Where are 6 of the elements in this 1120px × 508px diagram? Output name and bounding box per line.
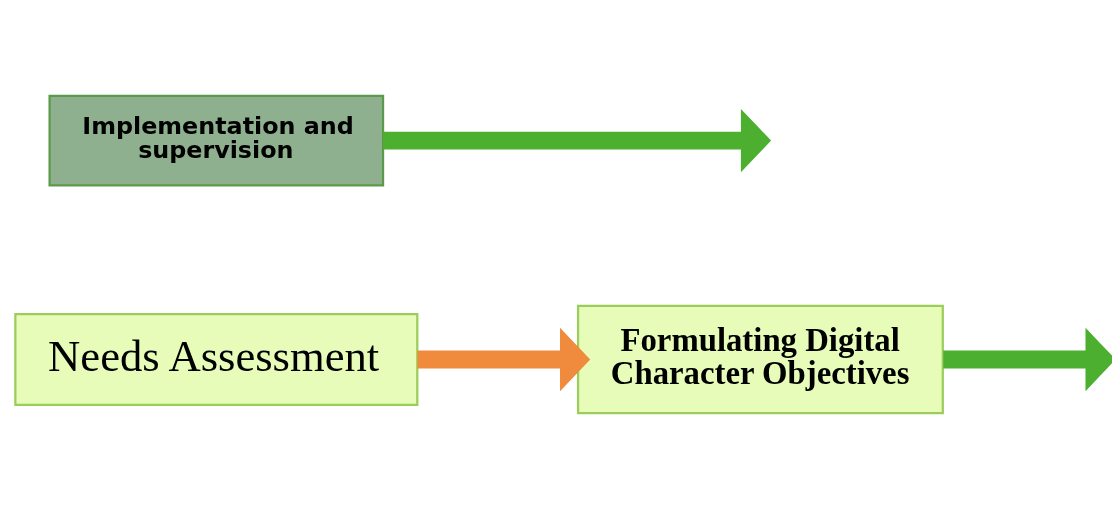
arrow <box>943 327 1112 391</box>
node-box: Formulating Digital Character Objectives <box>576 304 944 414</box>
node-box: Needs Assessment <box>14 312 419 406</box>
arrow <box>417 327 591 391</box>
arrow <box>383 108 772 172</box>
node-box: Implementation and supervision <box>48 94 385 186</box>
